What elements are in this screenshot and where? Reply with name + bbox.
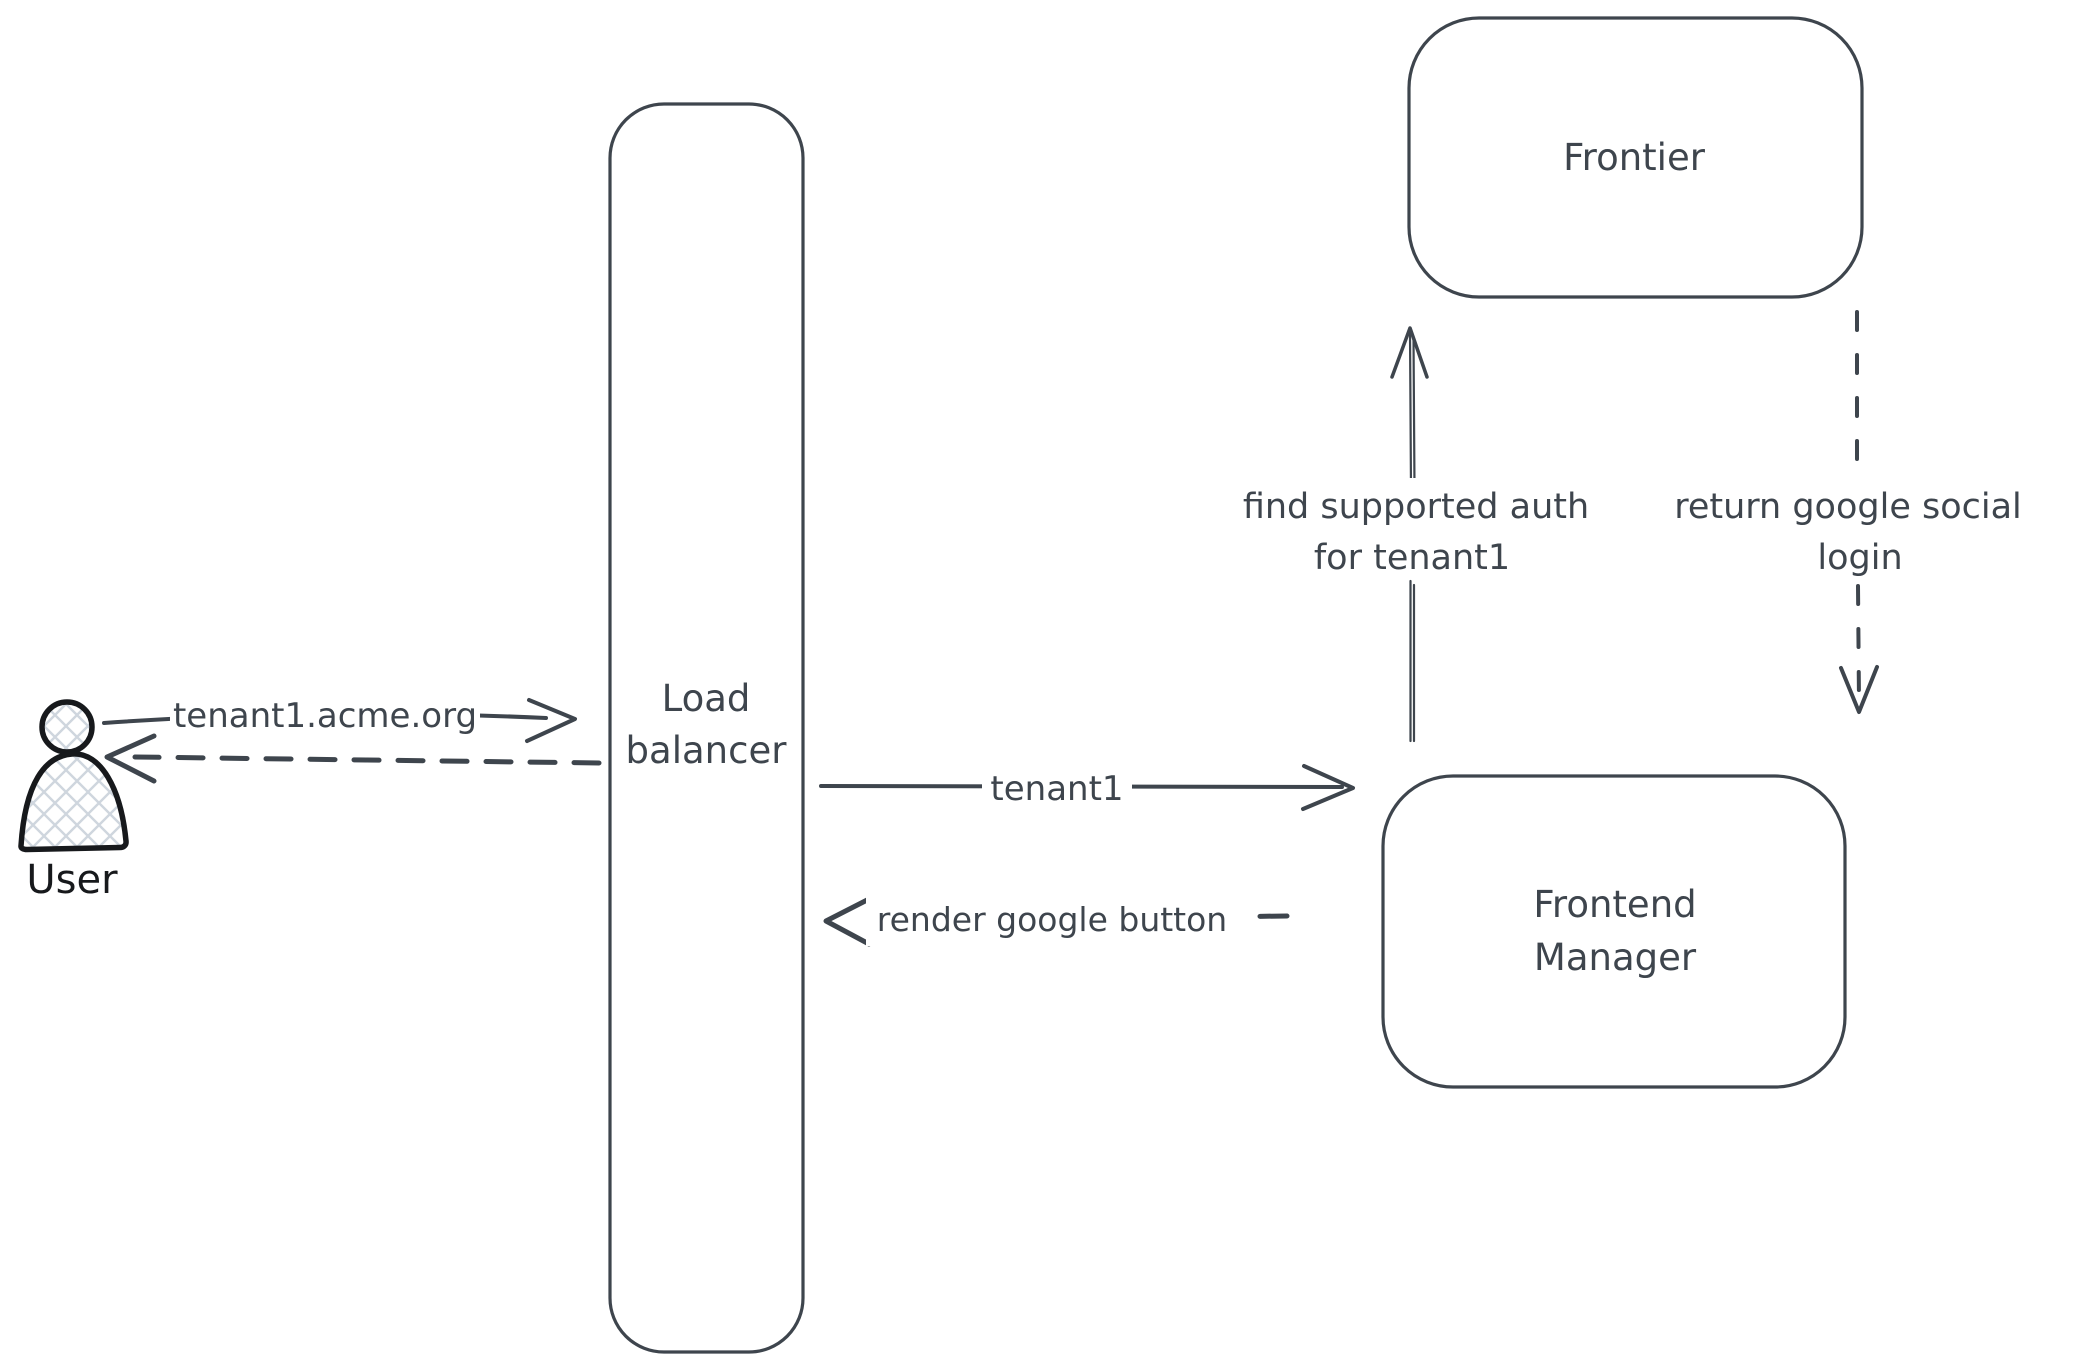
edge-line-lower — [1409, 579, 1416, 743]
edge-label-bg — [1650, 478, 2046, 578]
edge-label-bg — [982, 757, 1132, 813]
user-label: User — [26, 857, 118, 903]
arrow-right-icon — [525, 698, 577, 743]
frontier-label: Frontier — [1563, 136, 1706, 179]
frontend-manager-label-line1: Frontend — [1533, 883, 1696, 926]
edge-label-find-supported-auth-line2: for tenant1 — [1314, 538, 1510, 578]
user-icon-body — [18, 751, 129, 853]
arrow-right-icon — [1301, 764, 1355, 811]
edge-load-balancer-to-user — [104, 733, 602, 784]
user-icon-head — [39, 699, 95, 755]
edge-load-balancer-to-frontend-manager: tenant1 — [819, 757, 1355, 813]
edge-label-render-google-button: render google button — [877, 900, 1227, 939]
edge-line-upper — [1408, 331, 1416, 491]
edge-frontend-manager-to-load-balancer: render google button — [823, 894, 1290, 947]
edge-line-lower — [1856, 584, 1861, 704]
frontier-node — [1407, 16, 1864, 299]
edge-user-to-load-balancer: tenant1.acme.org — [102, 686, 577, 743]
load-balancer-label-line1: Load — [662, 677, 751, 720]
edge-label-bg — [1210, 478, 1622, 578]
edge-label-bg — [866, 894, 1242, 946]
edge-line — [132, 754, 602, 766]
arrow-up-icon — [1390, 326, 1429, 379]
edge-frontier-to-frontend-manager: return google social login — [1650, 310, 2046, 714]
frontend-manager-label-line2: Manager — [1534, 936, 1697, 979]
edge-label-find-supported-auth-line1: find supported auth — [1243, 487, 1589, 527]
frontend-manager-node — [1381, 774, 1847, 1089]
edge-frontend-manager-to-frontier: find supported auth for tenant1 — [1210, 326, 1622, 743]
user-icon — [18, 699, 129, 853]
arrow-down-icon — [1839, 665, 1879, 714]
edge-label-tenant1-acme-org: tenant1.acme.org — [173, 696, 477, 736]
edge-label-tenant1: tenant1 — [990, 769, 1123, 809]
load-balancer-label-line2: balancer — [626, 729, 788, 772]
arrow-left-icon — [823, 894, 876, 947]
arrow-left-icon — [104, 733, 157, 784]
edge-label-return-google-social-line1: return google social — [1674, 487, 2022, 527]
load-balancer-node — [608, 102, 805, 1354]
edge-label-return-google-social-line2: login — [1817, 538, 1902, 578]
edge-label-bg — [170, 686, 480, 740]
